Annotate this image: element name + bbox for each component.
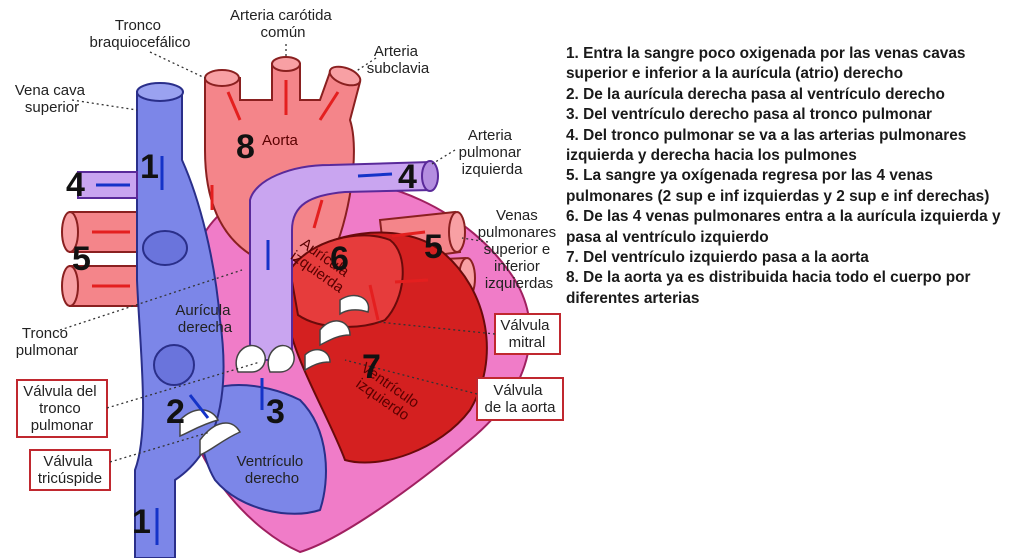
valvula-tronco-box [16,379,108,438]
right-atrium-inner-opening [142,230,188,266]
label-valvula-tronco-pulmonar: Válvula del tronco pulmonar [23,383,101,434]
label-auricula-derecha: Aurícula derecha [175,302,234,336]
step-number-4-right: 4 [398,158,417,196]
label-aorta: Aorta [262,132,299,149]
step-item-8: 8. De la aorta ya es distribuida hacia t… [566,269,971,307]
valvula-tricuspide-box [29,449,111,491]
flow-arrows [92,80,429,545]
heart-diagram: Tronco braquiocefálico Arteria carótida … [15,7,564,558]
step-item-7: 7. Del ventrículo izquierdo pasa a la ao… [566,249,869,267]
left-pulmonary-artery-opening [421,160,439,192]
leader-lines [59,44,496,463]
step-number-1-bottom: 1 [132,503,151,541]
label-vena-cava-superior: Vena cava superior [15,82,89,116]
label-valvula-aorta: Válvula de la aorta [485,382,557,416]
valvula-mitral-box [494,313,561,355]
label-ventriculo-derecho: Ventrículo derecho [237,453,308,487]
carotid-opening [271,56,301,72]
label-tronco-pulmonar: Tronco pulmonar [16,325,79,359]
valvula-aorta-box [476,377,564,421]
subclavian-opening [328,65,362,87]
step-number-8: 8 [236,128,255,166]
label-arteria-subclavia: Arteria subclavia [367,43,430,77]
label-arteria-pulmonar-izquierda: Arteria pulmonar izquierda [459,127,526,178]
step-number-5-left: 5 [72,240,91,278]
label-arteria-carotida: Arteria carótida común [230,7,336,41]
brachiocephalic-opening [204,69,240,87]
step-item-5: 5. La sangre ya oxígenada regresa por la… [566,167,990,205]
step-number-1-top: 1 [140,148,159,186]
label-venas-pulmonares: Venas pulmonares superior e inferior izq… [478,207,561,292]
step-number-2: 2 [166,393,185,431]
label-tronco-braquiocefalico: Tronco braquiocefálico [90,17,191,51]
step-item-4: 4. Del tronco pulmonar se va a las arter… [566,126,967,165]
step-item-6: 6. De las 4 venas pulmonares entra a la … [566,208,1001,246]
step-number-6: 6 [330,240,349,278]
ivc-inner-opening [153,344,195,386]
step-item-2: 2. De la aurícula derecha pasa al ventrí… [566,85,945,103]
circulation-steps-list: 1. Entra la sangre poco oxigenada por la… [566,44,1006,309]
step-number-4-left: 4 [66,166,85,204]
step-number-5-right: 5 [424,228,443,266]
step-item-1: 1. Entra la sangre poco oxigenada por la… [566,45,966,83]
label-valvula-tricuspide: Válvula tricúspide [38,453,102,487]
step-number-7: 7 [362,348,381,386]
right-ventricle [198,384,327,515]
step-item-3: 3. Del ventrículo derecho pasa al tronco… [566,106,933,124]
vena-cava-top-opening [136,82,184,102]
step-number-3: 3 [266,393,285,431]
label-valvula-mitral: Válvula mitral [500,317,553,351]
